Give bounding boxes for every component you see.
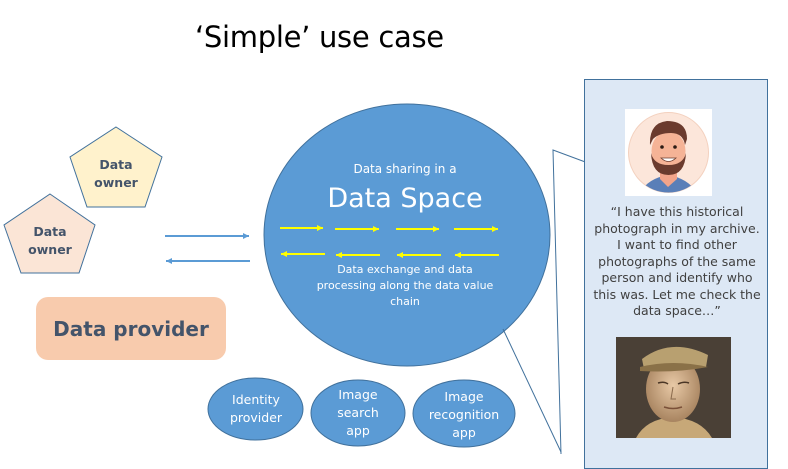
- callout-pointer-circle: [502, 328, 562, 453]
- identity-provider-ellipse: [207, 377, 304, 441]
- quote-line: person and identify who: [601, 270, 753, 285]
- data-owner-label-line: owner: [94, 175, 138, 190]
- service-label-line: app: [452, 425, 476, 440]
- description-line: Data exchange and data: [337, 263, 473, 276]
- user-quote: “I have this historical photograph in my…: [590, 204, 764, 320]
- yellow-arrows-backward: [281, 251, 499, 258]
- quote-line: photographs of the same: [598, 253, 756, 269]
- data-owner-label-line: Data: [33, 224, 67, 239]
- service-label-line: recognition: [428, 407, 500, 422]
- data-owner-label-top: Data owner: [71, 156, 161, 192]
- data-space-subtitle: Data sharing in a: [353, 162, 457, 176]
- data-owner-shape-top: [69, 126, 163, 208]
- image-recognition-app-ellipse: [412, 379, 516, 448]
- image-recognition-app-label: Image recognition app: [414, 388, 514, 442]
- data-owner-label-bottom: Data owner: [5, 223, 95, 259]
- data-space-circle: [263, 103, 551, 367]
- service-label-line: provider: [229, 410, 283, 425]
- data-space-description: Data exchange and data processing along …: [285, 262, 525, 310]
- quote-line: “I have this historical: [610, 204, 744, 219]
- service-label-line: Image: [444, 389, 484, 404]
- quote-line: this was. Let me check the: [593, 286, 761, 302]
- description-line: chain: [390, 295, 420, 308]
- callout-pointer: [552, 149, 589, 454]
- bearded-man-avatar-icon: [625, 109, 712, 196]
- image-search-app-ellipse: [310, 379, 406, 447]
- quote-line: I want to find other: [617, 237, 737, 252]
- historical-soldier-portrait-icon: [616, 337, 731, 438]
- service-label-line: Identity: [232, 392, 280, 407]
- yellow-arrows-forward: [280, 225, 498, 232]
- service-label-line: Image: [338, 387, 378, 402]
- service-label-line: search: [337, 405, 379, 420]
- data-provider-box: Data provider: [36, 297, 226, 360]
- data-space-title: Data Space: [327, 183, 483, 214]
- data-owner-shape-bottom: [3, 193, 96, 274]
- service-label-line: app: [346, 423, 370, 438]
- image-search-app-label: Image search app: [312, 386, 404, 440]
- quote-line: data space…”: [633, 303, 721, 318]
- description-line: processing along the data value: [316, 279, 494, 292]
- data-provider-label: Data provider: [53, 316, 209, 341]
- data-owner-label-line: owner: [28, 242, 72, 257]
- diagram-canvas: [3, 103, 589, 454]
- quote-line: photograph in my archive.: [594, 220, 760, 236]
- data-owner-label-line: Data: [99, 157, 133, 172]
- identity-provider-label: Identity provider: [210, 391, 302, 427]
- page-title: ‘Simple’ use case: [195, 20, 444, 54]
